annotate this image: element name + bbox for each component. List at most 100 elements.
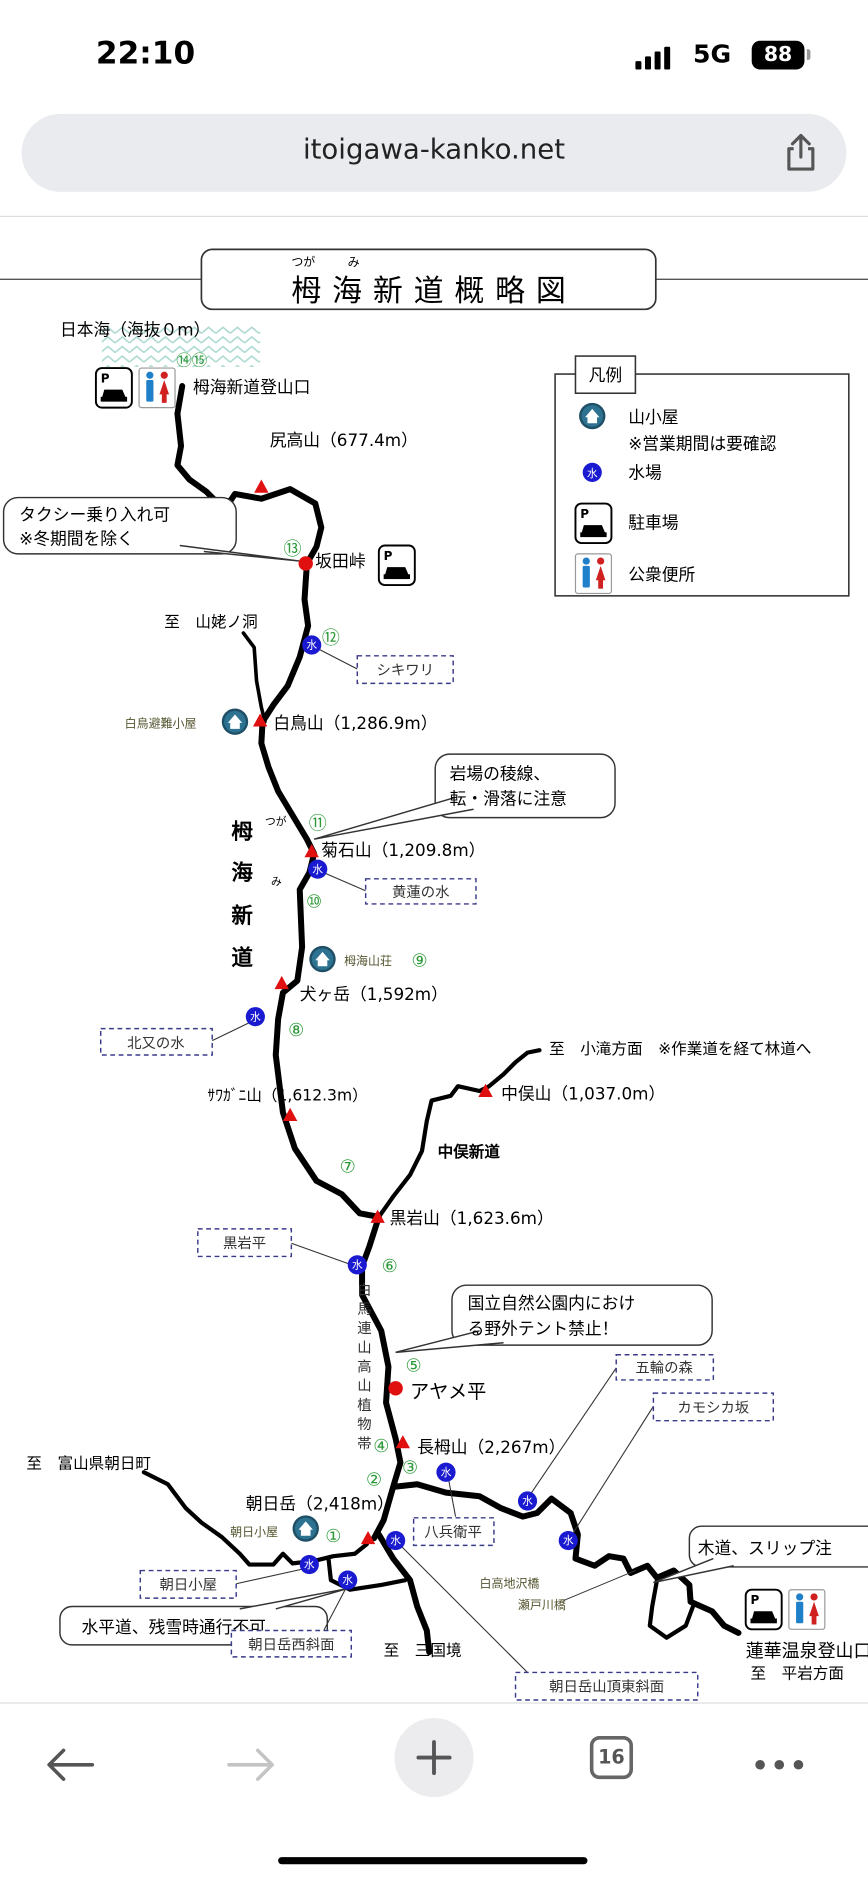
svg-text:⑨: ⑨ bbox=[412, 950, 428, 971]
svg-text:連: 連 bbox=[357, 1320, 371, 1337]
svg-text:道: 道 bbox=[231, 945, 253, 971]
divider bbox=[0, 215, 868, 217]
svg-text:高: 高 bbox=[357, 1359, 371, 1376]
share-icon[interactable] bbox=[779, 131, 822, 174]
plus-icon bbox=[416, 1740, 452, 1776]
svg-text:栂: 栂 bbox=[231, 820, 253, 845]
legend-water: 水場 bbox=[628, 462, 662, 482]
hut-shiratori: 白鳥避難小屋 bbox=[125, 716, 197, 731]
peak-nagatsuga: 長栂山（2,267m） bbox=[417, 1437, 565, 1457]
hut-icon bbox=[292, 1515, 319, 1542]
svg-text:山: 山 bbox=[357, 1378, 371, 1395]
water-icons: 水 水 水 水 水 水 水 水 水 水 bbox=[245, 635, 578, 1590]
svg-text:水: 水 bbox=[390, 1534, 401, 1547]
address-bar[interactable]: itoigawa-kanko.net bbox=[21, 113, 847, 192]
peak-icon bbox=[254, 479, 269, 493]
callout-boardwalk: 木道、スリップ注 bbox=[698, 1538, 832, 1558]
nakamata-route-label: 中俣新道 bbox=[438, 1142, 501, 1161]
forward-button[interactable] bbox=[224, 1735, 279, 1795]
status-bar: 22:10 5G 88 bbox=[0, 0, 868, 108]
back-arrow-icon bbox=[47, 1748, 95, 1781]
callout-rock-line2: 転・滑落に注意 bbox=[450, 788, 567, 808]
parking-icon bbox=[574, 502, 613, 545]
water-oren: 黄蓮の水 bbox=[392, 884, 450, 901]
svg-text:④: ④ bbox=[373, 1436, 389, 1457]
hut-icon bbox=[309, 945, 336, 973]
svg-text:①: ① bbox=[325, 1526, 341, 1547]
trail-to-asahimachi bbox=[141, 1470, 369, 1567]
new-tab-button[interactable] bbox=[394, 1718, 474, 1798]
peak-shiratori: 白鳥山（1,286.9m） bbox=[273, 713, 437, 733]
sea-waves bbox=[101, 326, 261, 367]
point-sakata: 坂田峠 bbox=[315, 551, 366, 571]
legend-toilet: 公衆便所 bbox=[628, 564, 695, 584]
svg-text:⑦: ⑦ bbox=[340, 1157, 356, 1178]
toilet-icon bbox=[574, 553, 613, 595]
svg-text:⑧: ⑧ bbox=[288, 1020, 304, 1041]
callout-rock-line1: 岩場の稜線、 bbox=[450, 763, 551, 783]
trail-loop bbox=[647, 1578, 696, 1640]
url-text[interactable]: itoigawa-kanko.net bbox=[302, 134, 566, 166]
peak-shiritaka: 尻高山（677.4m） bbox=[270, 430, 418, 450]
svg-text:水: 水 bbox=[352, 1258, 363, 1271]
svg-text:植: 植 bbox=[357, 1397, 371, 1414]
svg-text:水: 水 bbox=[522, 1495, 533, 1508]
svg-text:水: 水 bbox=[441, 1466, 452, 1479]
bridge-setogawa: 瀬戸川橋 bbox=[518, 1598, 566, 1612]
svg-text:白: 白 bbox=[357, 1282, 371, 1299]
svg-text:水: 水 bbox=[312, 863, 323, 876]
nakamata-trail bbox=[376, 1048, 542, 1219]
title-ruby-mi: み bbox=[348, 255, 360, 269]
svg-text:水: 水 bbox=[563, 1534, 574, 1547]
water-shikiwari: シキワリ bbox=[376, 663, 434, 679]
trail-map: P つが み 栂海新道概略図 日本海（海抜０m） bbox=[0, 248, 868, 1701]
trailhead-north-label: 栂海新道登山口 bbox=[193, 377, 310, 397]
map-title: 栂海新道概略図 bbox=[291, 274, 576, 309]
svg-text:⑤: ⑤ bbox=[406, 1356, 422, 1377]
water-kitamata: 北又の水 bbox=[127, 1035, 185, 1052]
parking-icon bbox=[377, 544, 416, 587]
title-ruby-tsuga: つが bbox=[291, 254, 315, 269]
legend-hut: 山小屋 bbox=[628, 407, 678, 427]
back-button[interactable] bbox=[42, 1735, 97, 1795]
home-indicator[interactable] bbox=[278, 1857, 588, 1865]
water-hachibei: 八兵衛平 bbox=[424, 1524, 482, 1541]
parking-icon bbox=[94, 367, 133, 409]
peak-inugatake: 犬ヶ岳（1,592m） bbox=[300, 984, 448, 1004]
legend-title: 凡例 bbox=[589, 365, 623, 385]
point-ayamedaira: アヤメ平 bbox=[410, 1380, 486, 1403]
leader-line bbox=[563, 1570, 636, 1601]
tab-switcher-button[interactable]: 16 bbox=[589, 1735, 634, 1780]
svg-text:⑥: ⑥ bbox=[382, 1256, 398, 1277]
callout-tent-line1: 国立自然公園内におけ bbox=[468, 1293, 636, 1313]
callout-snow: 水平道、残雪時通行不可 bbox=[82, 1617, 266, 1637]
to-mikuni: 至 三国境 bbox=[384, 1641, 462, 1660]
peak-kuroiwa: 黒岩山（1,623.6m） bbox=[390, 1208, 554, 1228]
water-kuroiwadaira: 黒岩平 bbox=[223, 1235, 266, 1252]
browser-toolbar: 16 bbox=[0, 1702, 868, 1881]
svg-text:③: ③ bbox=[402, 1457, 418, 1478]
to-asahimachi: 至 富山県朝日町 bbox=[26, 1455, 151, 1473]
alpine-zone-vertical: 白 馬 連 山 高 山 植 物 帯 bbox=[357, 1282, 371, 1452]
svg-text:⑪: ⑪ bbox=[309, 814, 327, 835]
water-east-slope: 朝日岳山頂東斜面 bbox=[549, 1679, 664, 1696]
svg-text:水: 水 bbox=[250, 1010, 261, 1023]
svg-text:水: 水 bbox=[306, 639, 317, 652]
legend-parking: 駐車場 bbox=[628, 513, 679, 533]
legend: 凡例 山小屋 ※営業期間は要確認 水 水場 駐車場 公衆便所 bbox=[554, 355, 850, 597]
legend-hut-note: ※営業期間は要確認 bbox=[628, 434, 776, 454]
svg-text:⑫: ⑫ bbox=[322, 628, 340, 649]
trailhead-south-label: 蓮華温泉登山口 bbox=[746, 1641, 868, 1662]
water-source-boxes bbox=[99, 655, 775, 1701]
svg-text:水: 水 bbox=[342, 1574, 353, 1587]
horizontal-trail bbox=[326, 1556, 408, 1592]
svg-text:つが: つが bbox=[265, 815, 287, 828]
battery-icon: 88 bbox=[751, 40, 805, 70]
toilet-icon bbox=[788, 1589, 826, 1630]
svg-text:水: 水 bbox=[304, 1558, 315, 1571]
section-markers: ① ② ③ ④ ⑤ ⑥ ⑦ ⑧ ⑨ ⑩ ⑪ ⑫ ⑬ bbox=[284, 539, 428, 1547]
svg-text:馬: 馬 bbox=[357, 1302, 371, 1318]
more-button[interactable] bbox=[751, 1735, 809, 1795]
water-kamoshika: カモシカ坂 bbox=[677, 1399, 749, 1416]
battery-tip bbox=[806, 49, 811, 60]
